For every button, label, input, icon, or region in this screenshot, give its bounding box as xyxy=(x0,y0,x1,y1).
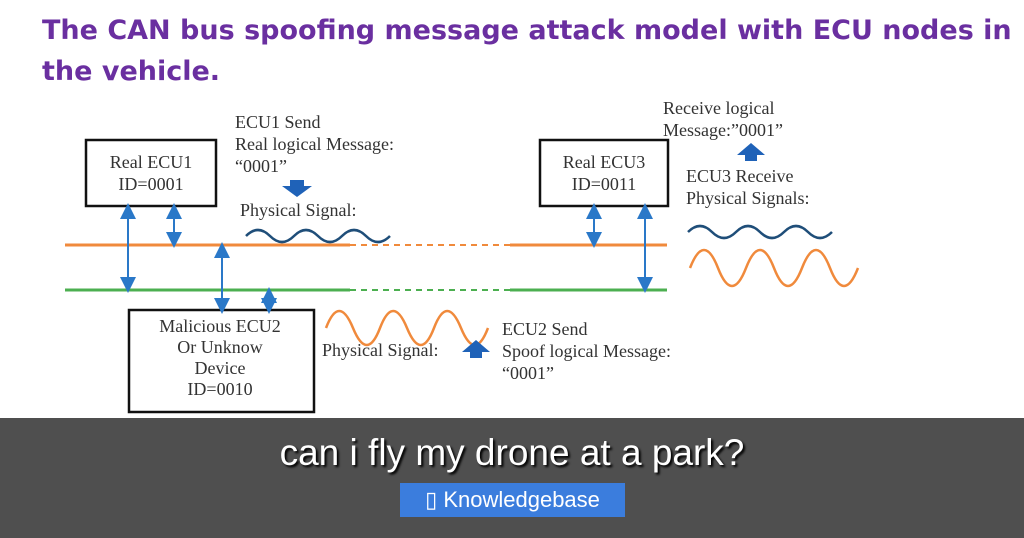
ecu1-name: Real ECU1 xyxy=(110,152,193,172)
up-arrow-icon-ecu3 xyxy=(737,143,765,161)
orange-signal-wave xyxy=(324,309,490,347)
physical-signal-label-2: Physical Signal: xyxy=(322,340,439,360)
question-caption: can i fly my drone at a park? xyxy=(279,432,745,473)
ecu1-box xyxy=(84,138,218,208)
ecu2-box xyxy=(127,308,316,414)
physical-signal-label-1: Physical Signal: xyxy=(240,200,357,220)
ecu3-receive-line1: ECU3 Receive xyxy=(686,166,793,186)
ecu1-send-line3: “0001” xyxy=(235,156,287,176)
ecu2-line2: Or Unknow xyxy=(177,337,263,357)
ecu1-send-line2: Real logical Message: xyxy=(235,134,394,154)
caption-overlay xyxy=(0,418,1024,538)
ecu3-box xyxy=(538,138,670,208)
ecu1-id: ID=0001 xyxy=(118,174,183,194)
connection-arrows xyxy=(120,203,653,314)
ecu3-receive-line2: Physical Signals: xyxy=(686,188,810,208)
down-arrow-icon xyxy=(282,180,312,197)
ecu2-send-line3: “0001” xyxy=(502,363,554,383)
ecu3-id: ID=0011 xyxy=(572,174,636,194)
book-icon: ▯ xyxy=(425,487,438,512)
knowledgebase-label: Knowledgebase xyxy=(443,487,600,512)
received-blue-wave xyxy=(687,224,833,240)
up-arrow-icon-ecu2 xyxy=(462,340,490,358)
page-title: The CAN bus spoofing message attack mode… xyxy=(42,15,1012,87)
ecu2-id: ID=0010 xyxy=(187,379,252,399)
received-orange-wave xyxy=(688,248,860,288)
ecu2-line1: Malicious ECU2 xyxy=(159,316,281,336)
blue-signal-wave xyxy=(245,228,391,244)
ecu1-send-line1: ECU1 Send xyxy=(235,112,321,132)
receive-line2: Message:”0001” xyxy=(663,120,783,140)
ecu3-name: Real ECU3 xyxy=(563,152,646,172)
ecu2-send-line1: ECU2 Send xyxy=(502,319,588,339)
receive-line1: Receive logical xyxy=(663,98,774,118)
knowledgebase-button[interactable]: ▯ Knowledgebase xyxy=(400,483,625,517)
ecu2-line3: Device xyxy=(195,358,246,378)
ecu2-send-line2: Spoof logical Message: xyxy=(502,341,671,361)
